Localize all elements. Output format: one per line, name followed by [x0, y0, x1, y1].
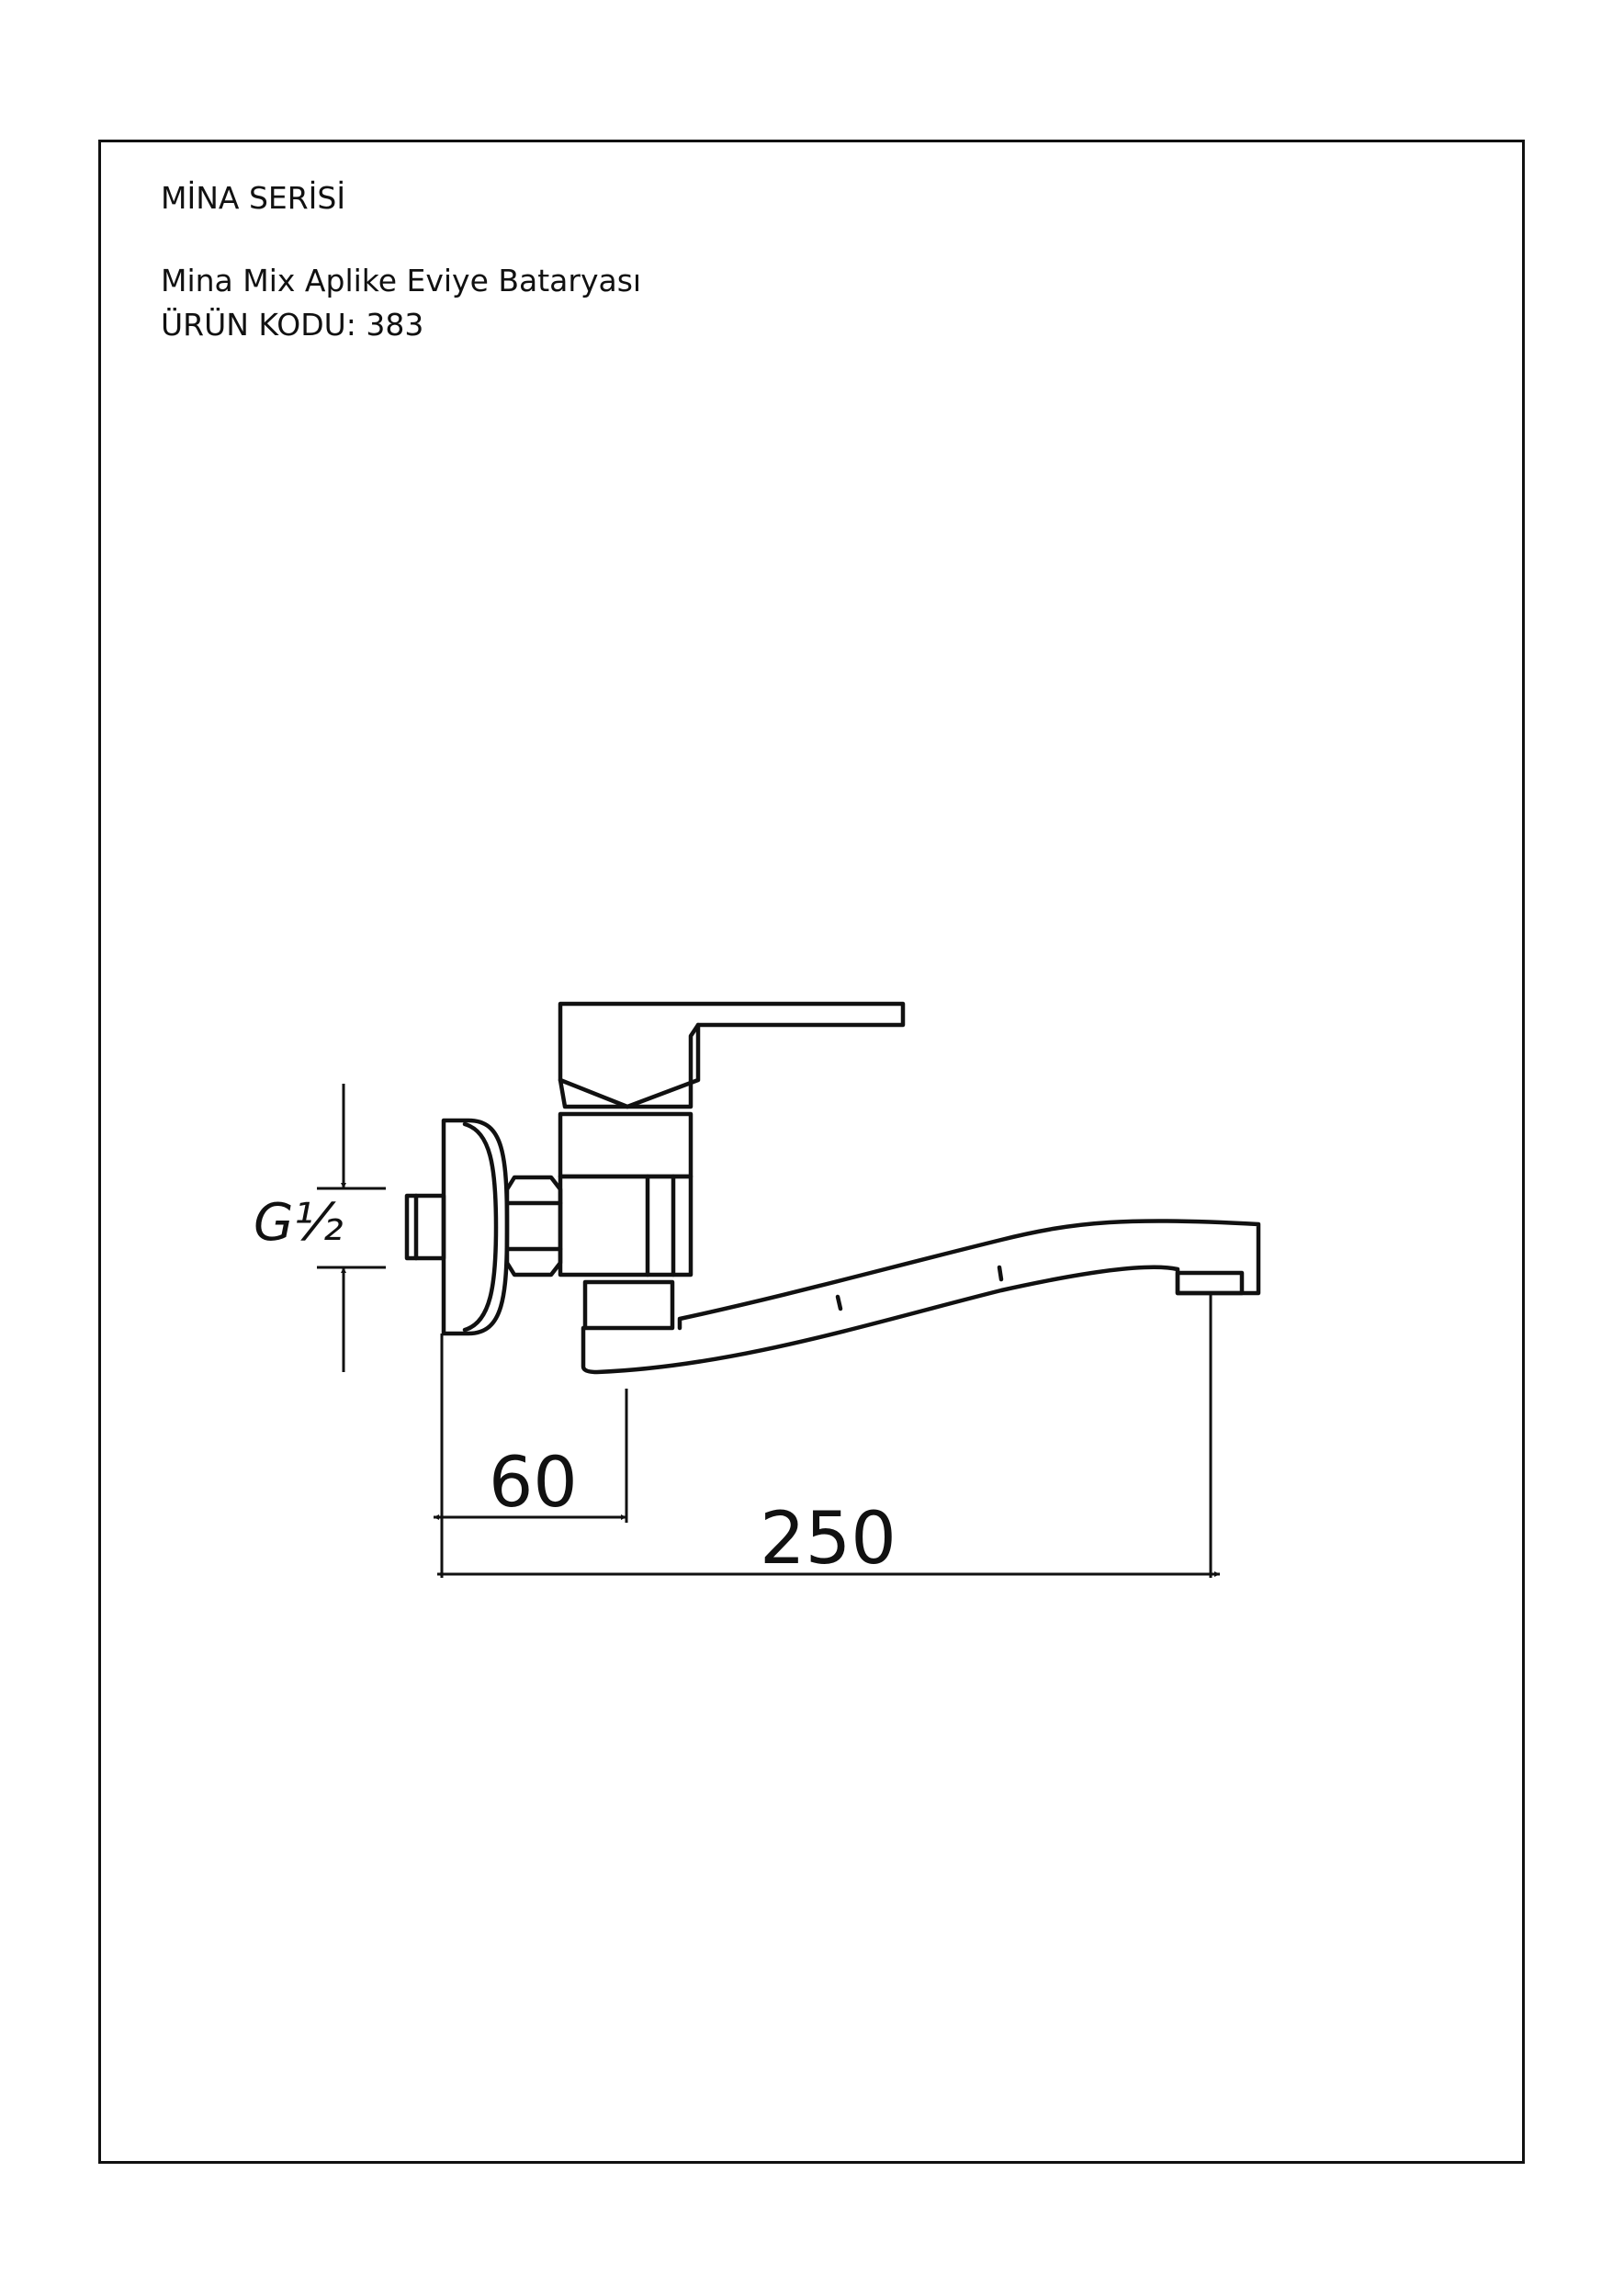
mixer-body [558, 1174, 694, 1277]
wall-flange-inner [462, 1121, 499, 1333]
product-name: Mina Mix Aplike Eviye Bataryası [161, 263, 642, 298]
lever-handle [558, 1001, 906, 1109]
sheet-frame [98, 140, 1525, 2164]
series-title: MİNA SERİSİ [161, 180, 346, 216]
swivel-spout [581, 1219, 1261, 1375]
dimension-250-label: 250 [760, 1498, 897, 1581]
cartridge-housing [558, 1111, 694, 1179]
aerator [1175, 1270, 1245, 1296]
dimension-60-label: 60 [489, 1441, 578, 1523]
thread-size-label: G½ [254, 1193, 344, 1253]
product-code: ÜRÜN KODU: 383 [161, 307, 424, 343]
title-block: MİNA SERİSİ Mina Mix Aplike Eviye Batary… [161, 176, 641, 347]
hex-nut [504, 1175, 563, 1277]
lever-neck [625, 1022, 701, 1109]
spout-collar [582, 1279, 675, 1331]
inlet-nipple [404, 1193, 446, 1261]
